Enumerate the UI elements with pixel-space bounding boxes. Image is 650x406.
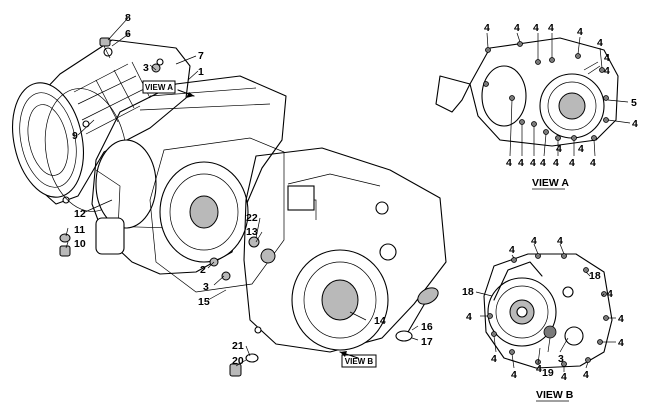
svg-text:VIEW B: VIEW B: [345, 357, 374, 366]
view-b-callout: 4: [536, 363, 542, 375]
view-b-detail: 4 4 4 18 18 4 4 4 4 4 4 4 19 3 4 4 VIEW …: [462, 235, 624, 402]
view-a-callout: 4: [530, 157, 536, 169]
callout: 3: [203, 281, 209, 293]
view-a-callout: 4: [604, 65, 610, 77]
outer-clutch-cover: [12, 39, 191, 205]
view-a-callout: 4: [484, 22, 490, 34]
view-b-callout: 4: [583, 369, 589, 381]
housing-gasket: [149, 137, 285, 293]
callout: 10: [74, 238, 86, 250]
view-b-callout: 4: [466, 311, 472, 323]
view-a-callout: 4: [548, 22, 554, 34]
view-b-callout: 18: [589, 270, 601, 282]
view-b-tag: VIEW B: [339, 351, 377, 368]
view-a-callout: 4: [506, 157, 512, 169]
callout: 12: [74, 208, 86, 220]
view-a-callout: 5: [631, 97, 637, 109]
view-a-callout: 4: [604, 52, 610, 64]
view-b-callout: 4: [511, 369, 517, 381]
view-b-callout: 4: [618, 313, 624, 325]
view-b-callout: 4: [561, 371, 567, 383]
view-a-callout: 4: [577, 26, 583, 38]
view-b-callout: 4: [607, 288, 613, 300]
view-a-callout: 4: [578, 143, 584, 155]
callout: 2: [200, 264, 206, 276]
clutch-housing: [91, 75, 287, 275]
view-b-callout: 4: [618, 337, 624, 349]
view-b-title: VIEW B: [536, 389, 574, 401]
main-callouts: 8 6 7 1 3 9 12 11 10 22 13 2 3 15 14 16 …: [72, 12, 433, 367]
callout: 16: [421, 321, 433, 333]
callout: 20: [232, 355, 244, 367]
callout: 17: [421, 336, 433, 348]
view-a-callout: 4: [540, 157, 546, 169]
view-a-callout: 4: [556, 143, 562, 155]
callout: 9: [72, 130, 78, 142]
view-a-tag: VIEW A: [142, 80, 195, 98]
view-a-title: VIEW A: [532, 177, 569, 189]
view-a-callout: 4: [553, 157, 559, 169]
view-a-callout: 4: [590, 157, 596, 169]
view-a-callout: 4: [533, 22, 539, 34]
view-b-callout: 3: [558, 353, 564, 365]
svg-text:VIEW A: VIEW A: [145, 83, 173, 92]
callout: 6: [125, 28, 131, 40]
view-a-callout: 4: [518, 157, 524, 169]
view-a-callout: 4: [569, 157, 575, 169]
callout: 21: [232, 340, 244, 352]
view-a-callout: 4: [597, 37, 603, 49]
callout: 11: [74, 224, 85, 236]
callout: 15: [198, 296, 210, 308]
callout: 22: [246, 212, 258, 224]
callout: 13: [246, 226, 258, 238]
inner-cover: [243, 147, 447, 353]
view-a-detail: 4 4 4 4 4 4 4 4 5 4 4 4 4 4 4 4 4 4 4 VI…: [435, 22, 638, 190]
view-a-callout: 4: [514, 22, 520, 34]
view-b-callout: 4: [557, 235, 563, 247]
callout: 8: [125, 12, 131, 24]
fill-plug: [395, 287, 439, 342]
callout: 7: [198, 50, 204, 62]
view-b-callout: 4: [491, 353, 497, 365]
callout: 1: [198, 66, 204, 78]
leader-lines: [65, 17, 419, 367]
view-b-callout: 4: [531, 235, 537, 247]
view-a-callout: 4: [632, 118, 638, 130]
view-b-callout: 4: [509, 244, 515, 256]
callout: 14: [374, 315, 386, 327]
callout: 3: [143, 62, 149, 74]
view-b-callout: 18: [462, 286, 474, 298]
view-b-callout: 19: [542, 367, 554, 379]
